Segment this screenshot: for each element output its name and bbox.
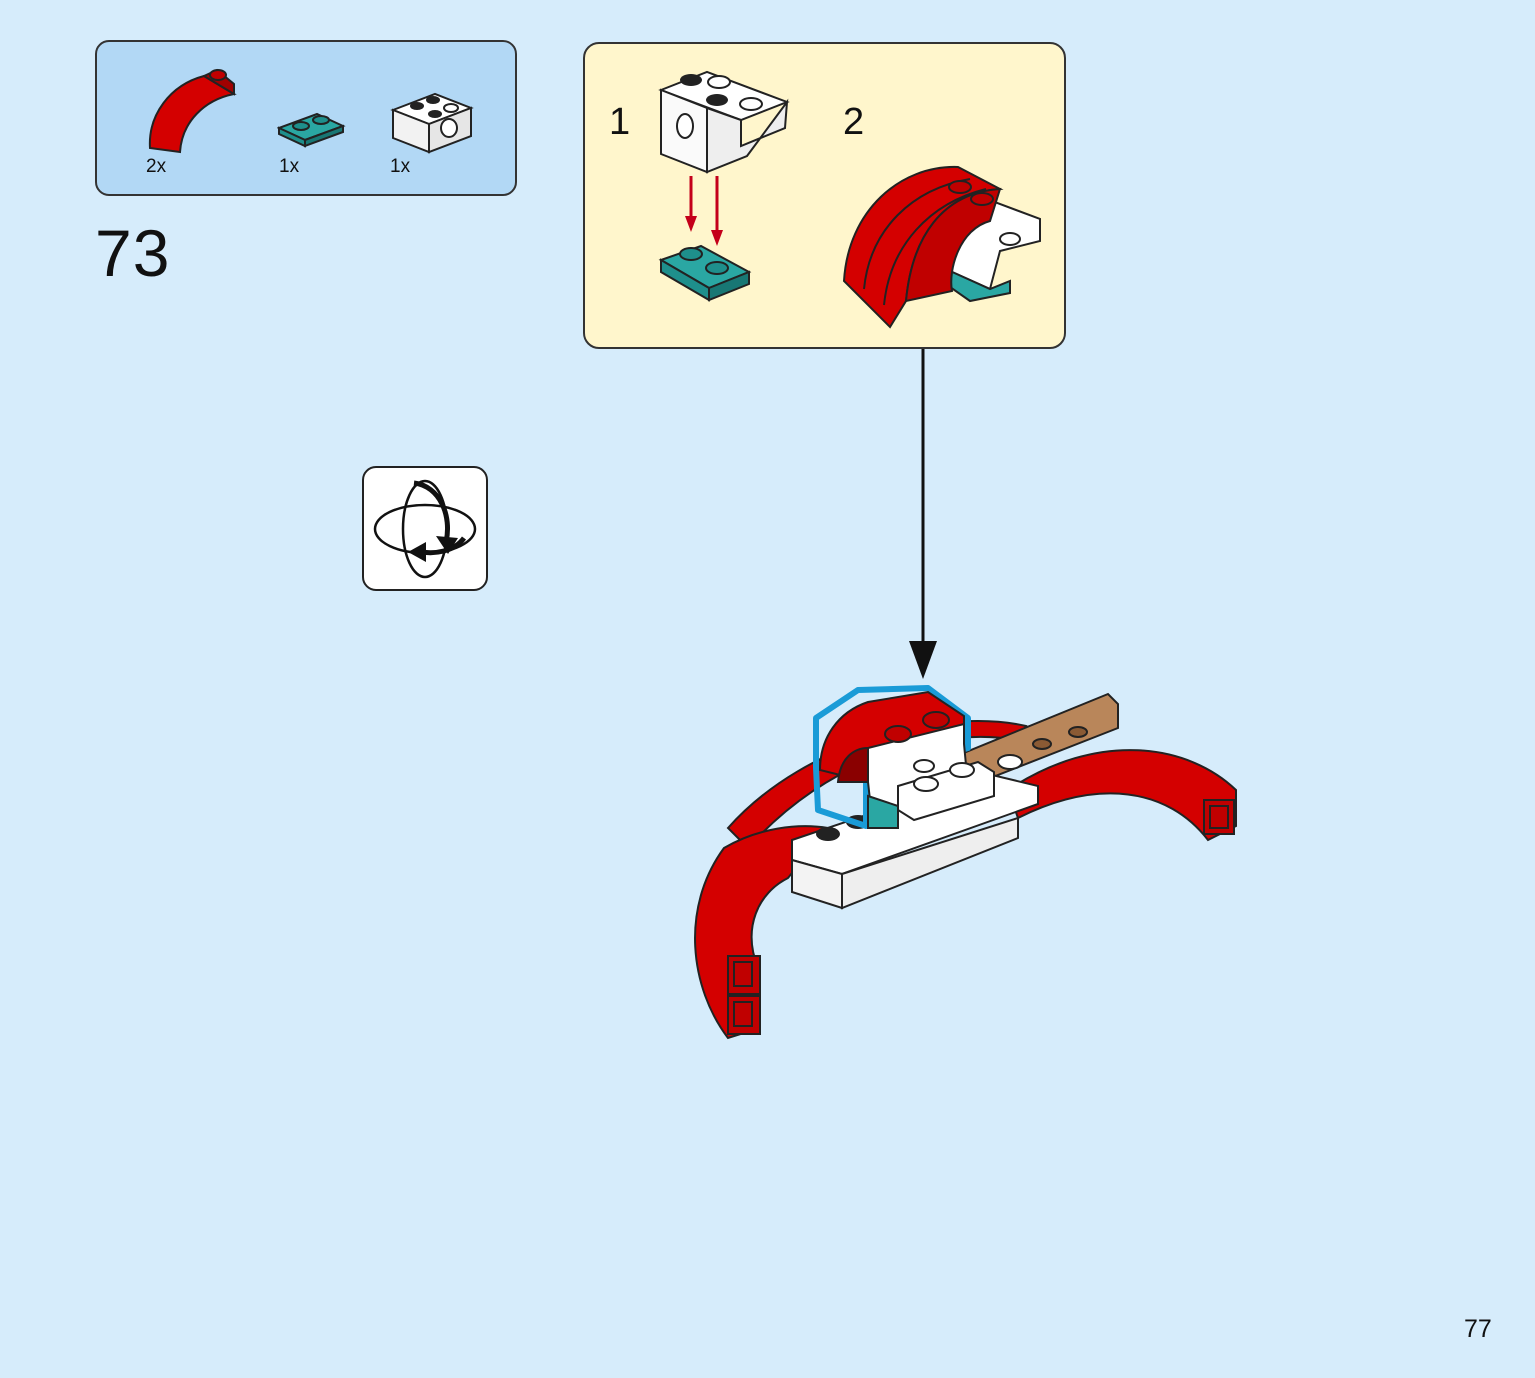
sub-step-1-label: 1	[609, 101, 631, 143]
page-number: 77	[1464, 1315, 1492, 1343]
teal-plate-part	[277, 108, 347, 148]
red-curved-slope-part	[142, 60, 237, 155]
sub-assembly-callout: 1 2	[583, 42, 1066, 349]
sub-step-2-illustration	[840, 159, 1050, 334]
part-qty-red: 2x	[146, 156, 167, 177]
part-qty-teal: 1x	[279, 156, 300, 177]
white-brick-part	[387, 82, 477, 157]
sub-step-1-illustration	[655, 64, 795, 304]
parts-list: 2x 1x 1x	[95, 40, 517, 196]
sub-step-2-label: 2	[843, 101, 865, 143]
part-qty-white: 1x	[390, 156, 411, 177]
callout-pointer-arrow	[906, 349, 940, 681]
rotate-model-icon	[362, 466, 488, 591]
step-number: 73	[95, 216, 171, 290]
main-model-illustration	[688, 678, 1248, 1043]
